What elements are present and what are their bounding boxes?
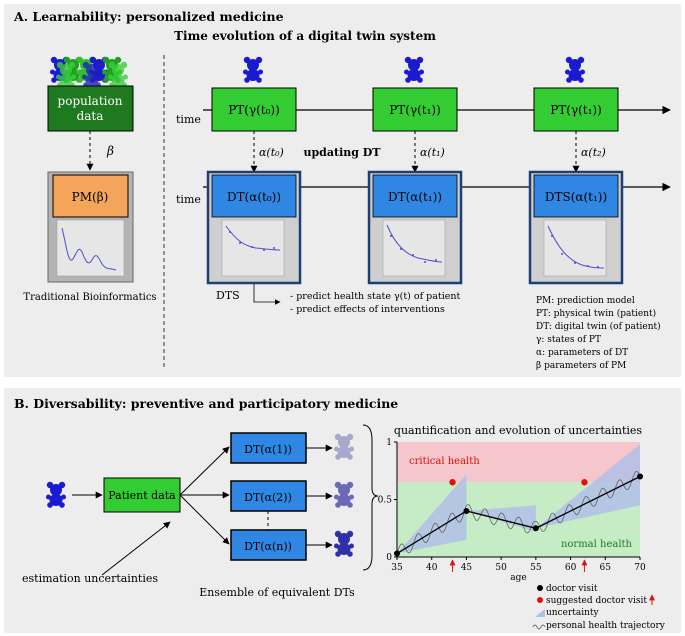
- x-tick-label: 40: [426, 563, 438, 573]
- brace: [362, 424, 379, 571]
- pt-label-1: PT(γ(t₁)): [389, 103, 441, 117]
- pt-box-1: [372, 87, 458, 132]
- x-tick-label: 60: [565, 563, 577, 573]
- x-axis-label: age: [510, 573, 526, 583]
- legend-pm: PM: prediction model: [536, 296, 635, 306]
- patient-data-box: [103, 477, 181, 513]
- legend-alpha: α: parameters of DT: [536, 348, 628, 358]
- critical-health-label: critical health: [409, 456, 480, 467]
- traditional-label: Traditional Bioinformatics: [23, 292, 156, 303]
- normal-health-label: normal health: [561, 539, 633, 550]
- patient-bear-icon: [404, 56, 424, 83]
- legend-suggested-marker: [537, 597, 543, 603]
- pm-mini-curve: [61, 227, 117, 271]
- suggested-visit-point: [581, 479, 588, 486]
- predict-line-1: - predict health state γ(t) of patient: [290, 291, 460, 302]
- time-label-pt: time: [176, 113, 201, 126]
- critical-region: [397, 442, 640, 483]
- twin-bear-icon: [334, 481, 354, 508]
- pt-label-0: PT(γ(t₀)): [228, 103, 280, 117]
- legend-trajectory: personal health trajectory: [546, 621, 666, 631]
- doctor-visit-point: [463, 508, 470, 514]
- alpha-label-1: α(t₁): [420, 146, 445, 159]
- dt-ensemble-label-1: DT(α(1)): [244, 443, 292, 456]
- x-tick-label: 55: [530, 563, 542, 573]
- doctor-visit-point: [637, 473, 643, 480]
- dts-arrow: [253, 284, 281, 305]
- y-tick-label: 0: [386, 553, 392, 563]
- panel-a-title: A. Learnability: personalized medicine: [13, 9, 284, 24]
- dt-label-0: DT(α(t₀)): [227, 190, 281, 204]
- chart-title: quantification and evolution of uncertai…: [394, 424, 642, 437]
- legend-gamma: γ: states of PT: [536, 335, 601, 345]
- pm-box: [52, 174, 129, 218]
- panel-b-legend: doctor visit suggested doctor visit unce…: [532, 584, 666, 631]
- suggested-visit-point: [449, 479, 456, 486]
- predict-line-2: - predict effects of interventions: [290, 304, 445, 315]
- legend-dt: DT: digital twin (of patient): [536, 321, 661, 332]
- panel-a-legend: PM: prediction model PT: physical twin (…: [536, 296, 661, 371]
- panel-a-subtitle: Time evolution of a digital twin system: [174, 29, 436, 43]
- legend-doctor-visit-marker: [537, 585, 543, 591]
- dt-system-2: DTS(α(t₁)): [528, 170, 624, 285]
- patient-bear-icon: [46, 481, 66, 508]
- dt-ensemble-box-1: [230, 432, 307, 464]
- legend-uncertainty-swatch: [535, 609, 545, 617]
- y-tick-label: 0.5: [378, 496, 393, 506]
- ensemble-label: Ensemble of equivalent DTs: [199, 586, 355, 599]
- pt-box-0: [211, 87, 297, 132]
- ensemble-arrow-n: [179, 494, 230, 545]
- personal-trajectory-line: [396, 471, 640, 554]
- patient-bear-icon: [565, 56, 585, 83]
- dt-system-1: DT(α(t₁)): [367, 170, 463, 285]
- population-label-line-2: data: [77, 109, 104, 123]
- pt-label-2: PT(γ(t₁)): [550, 103, 602, 117]
- dt-system-0: DT(α(t₀)): [206, 170, 302, 285]
- doctor-visit-line: [396, 475, 641, 555]
- twin-bear-icon: [334, 433, 354, 460]
- legend-suggested-visit: suggested doctor visit: [546, 596, 647, 606]
- beta-label: β: [106, 144, 114, 158]
- x-tick-label: 45: [461, 563, 473, 573]
- panel-b-title: B. Diversability: preventive and partici…: [14, 396, 398, 411]
- ensemble-arrow-1: [179, 446, 230, 496]
- x-tick-label: 50: [495, 563, 507, 573]
- patient-data-label: Patient data: [108, 489, 176, 502]
- dt-label-1: DT(α(t₁)): [388, 190, 442, 204]
- y-tick-label: 1: [386, 438, 392, 448]
- alpha-label-0: α(t₀): [259, 146, 284, 159]
- updating-dt-label: updating DT: [303, 146, 381, 159]
- population-label-line-1: population: [58, 94, 123, 108]
- population-bears-icon: [50, 56, 128, 88]
- x-tick-label: 65: [600, 563, 612, 573]
- alpha-label-2: α(t₂): [581, 146, 606, 159]
- dt-ensemble-label-n: DT(α(n)): [244, 540, 292, 553]
- legend-doctor-visit: doctor visit: [546, 584, 598, 594]
- uncertainty-band-1: [466, 505, 536, 532]
- uncertainty-band-2: [535, 444, 640, 529]
- patient-bear-icon: [243, 56, 263, 83]
- legend-trajectory-swatch: [532, 624, 546, 630]
- legend-pt: PT: physical twin (patient): [536, 308, 656, 319]
- dts-label: DTS: [216, 289, 240, 302]
- pm-mini-plot: [56, 219, 125, 277]
- legend-uncertainty: uncertainty: [546, 608, 600, 618]
- dt-ensemble-box-2: [230, 480, 307, 512]
- estimation-label: estimation uncertainties: [22, 572, 158, 585]
- x-tick-label: 35: [391, 563, 403, 573]
- pt-box-2: [533, 87, 619, 132]
- doctor-visit-point: [532, 525, 539, 532]
- twin-bear-icon: [334, 530, 354, 557]
- uncertainty-band-0: [397, 474, 467, 554]
- dt-ensemble-label-2: DT(α(2)): [244, 491, 292, 504]
- population-data-box: [47, 85, 134, 132]
- legend-beta: β parameters of PM: [536, 361, 626, 371]
- dt-label-2: DTS(α(t₁)): [545, 190, 607, 204]
- time-label-dt: time: [176, 193, 201, 206]
- x-tick-label: 70: [634, 563, 646, 573]
- estimation-arrow: [101, 521, 171, 576]
- uncertainty-chart: critical health normal health 35 40 45 50 55 60…: [378, 438, 646, 583]
- pm-label: PM(β): [72, 190, 109, 204]
